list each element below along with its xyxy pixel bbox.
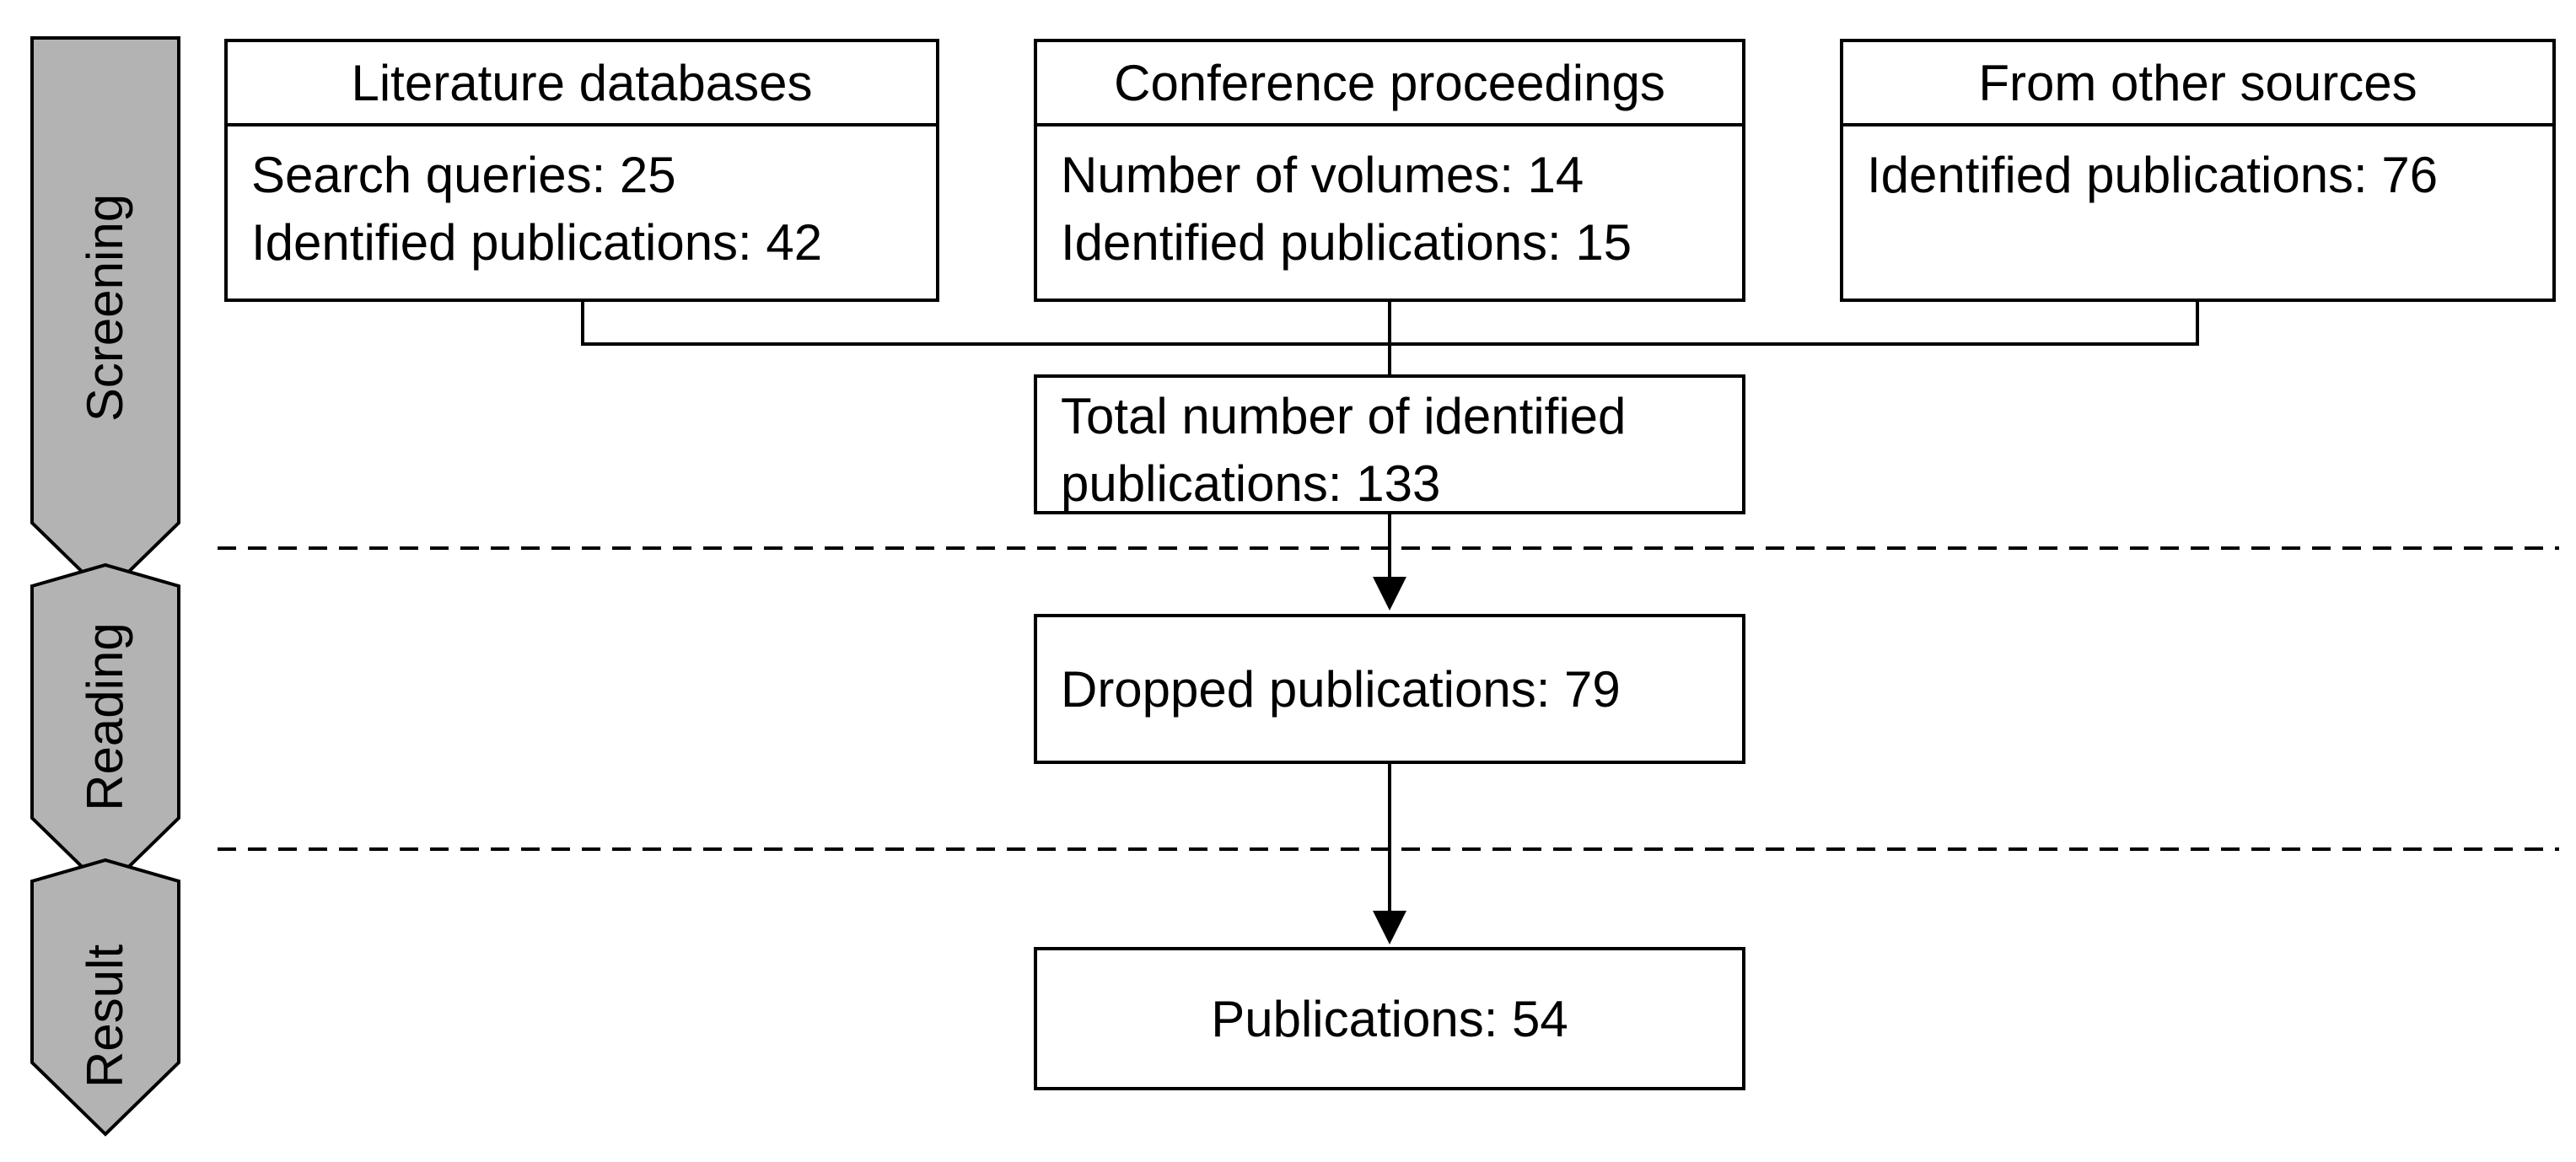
box-title: Literature databases [228,42,936,126]
search-queries-count: Search queries: 25 [251,147,676,203]
total-line-1: Total number of identified [1061,388,1627,444]
other-sources-box: From other sources Identified publicatio… [1840,39,2556,302]
identified-publications-count: Identified publications: 76 [1867,147,2439,203]
identified-publications-count: Identified publications: 42 [251,214,823,271]
result-publications-box: Publications: 54 [1034,947,1745,1090]
phase-label-reading: Reading [77,622,133,811]
number-of-volumes-count: Number of volumes: 14 [1061,147,1584,203]
box-body: Identified publications: 76 [1867,142,2544,209]
screening-phase-chevron [30,36,180,597]
box-title: Conference proceedings [1037,42,1742,126]
box-body: Total number of identified publications:… [1061,383,1734,518]
identified-publications-count: Identified publications: 15 [1061,214,1632,271]
box-body: Search queries: 25 Identified publicatio… [251,142,928,277]
phase-label-screening: Screening [77,193,133,422]
reading-phase-chevron [30,562,180,892]
total-line-2: publications: 133 [1061,455,1441,512]
result-publications-text: Publications: 54 [1211,990,1568,1047]
phase-label-result: Result [77,944,133,1089]
total-identified-box: Total number of identified publications:… [1034,374,1745,514]
literature-databases-box: Literature databases Search queries: 25 … [224,39,939,302]
box-body: Number of volumes: 14 Identified publica… [1061,142,1734,277]
conference-proceedings-box: Conference proceedings Number of volumes… [1034,39,1745,302]
box-title: From other sources [1843,42,2552,126]
dropped-publications-text: Dropped publications: 79 [1061,660,1621,718]
result-phase-chevron [30,858,180,1137]
dropped-publications-box: Dropped publications: 79 [1034,614,1745,764]
